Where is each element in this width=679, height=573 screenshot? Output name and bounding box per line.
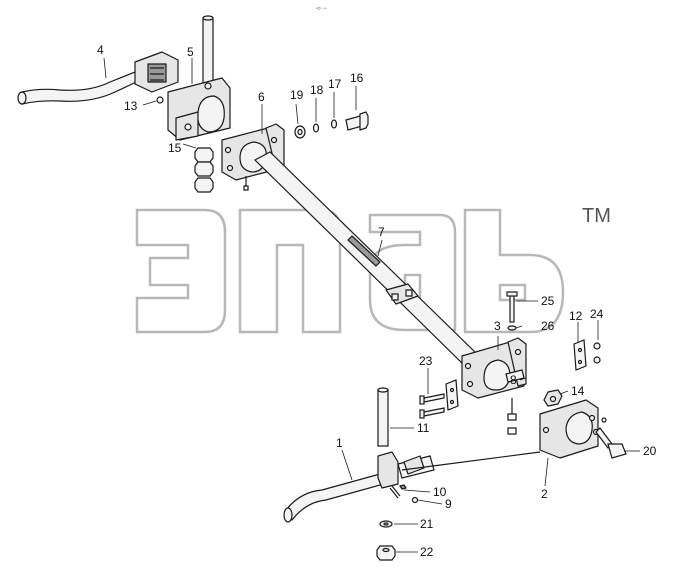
callout-5: 5 <box>187 45 194 59</box>
washer-18 <box>312 123 320 133</box>
bolts-23 <box>419 393 445 419</box>
callout-19: 19 <box>290 88 304 102</box>
callout-11: 11 <box>417 421 430 435</box>
callout-18: 18 <box>310 83 324 97</box>
leader-lines <box>103 57 640 553</box>
upper-handle-lever <box>17 51 179 105</box>
pin-10 <box>399 484 407 490</box>
hardware-row <box>294 111 369 139</box>
callout-3: 3 <box>494 319 501 333</box>
callout-9: 9 <box>445 497 452 511</box>
callout-23: 23 <box>419 354 433 368</box>
callout-8: 8 <box>510 373 517 387</box>
callout-21: 21 <box>420 517 434 531</box>
callout-20: 20 <box>643 444 657 458</box>
callout-4: 4 <box>97 43 104 57</box>
callout-14: 14 <box>571 384 585 398</box>
lower-bracket <box>461 337 527 435</box>
bolt-20 <box>595 427 627 459</box>
upper-bracket <box>156 77 231 141</box>
washer-26 <box>507 325 517 331</box>
plates-12 <box>445 339 587 411</box>
corner-mark: ⁿ¤ ▫▫▫ <box>316 6 328 12</box>
ball-9 <box>411 496 419 504</box>
lower-right-bracket <box>539 399 607 459</box>
washer-17 <box>330 119 338 129</box>
callout-6: 6 <box>258 90 265 104</box>
watermark-letter-e <box>135 208 227 334</box>
bolt-16 <box>345 111 369 131</box>
nuts-24 <box>593 342 601 364</box>
lower-vertical-pin <box>377 387 389 447</box>
callout-26: 26 <box>541 319 555 333</box>
callout-10: 10 <box>433 485 447 499</box>
callout-17: 17 <box>328 77 342 91</box>
main-shaft <box>253 151 479 365</box>
callout-16: 16 <box>350 71 364 85</box>
callout-25: 25 <box>541 294 555 308</box>
nut-stack-15 <box>194 147 214 193</box>
nut-22 <box>376 545 396 561</box>
watermark-letter-soft <box>463 208 565 334</box>
upper-vertical-pin <box>202 15 214 87</box>
callout-1: 1 <box>336 436 343 450</box>
washer-21 <box>379 520 393 528</box>
callout-12: 12 <box>569 309 583 323</box>
callout-7: 7 <box>378 225 385 239</box>
callout-13: 13 <box>124 99 138 113</box>
screw-13 <box>156 96 164 104</box>
nut-14 <box>543 389 563 407</box>
bolt-25 <box>506 291 518 323</box>
callout-22: 22 <box>420 545 434 559</box>
callout-15: 15 <box>168 141 182 155</box>
callout-labels: 4 5 13 15 6 19 18 17 16 7 25 3 26 12 24 … <box>97 43 657 559</box>
watermark-tm: TM <box>582 205 611 227</box>
callout-2: 2 <box>541 487 548 501</box>
lower-handle-lever <box>283 451 541 523</box>
callout-24: 24 <box>590 307 604 321</box>
